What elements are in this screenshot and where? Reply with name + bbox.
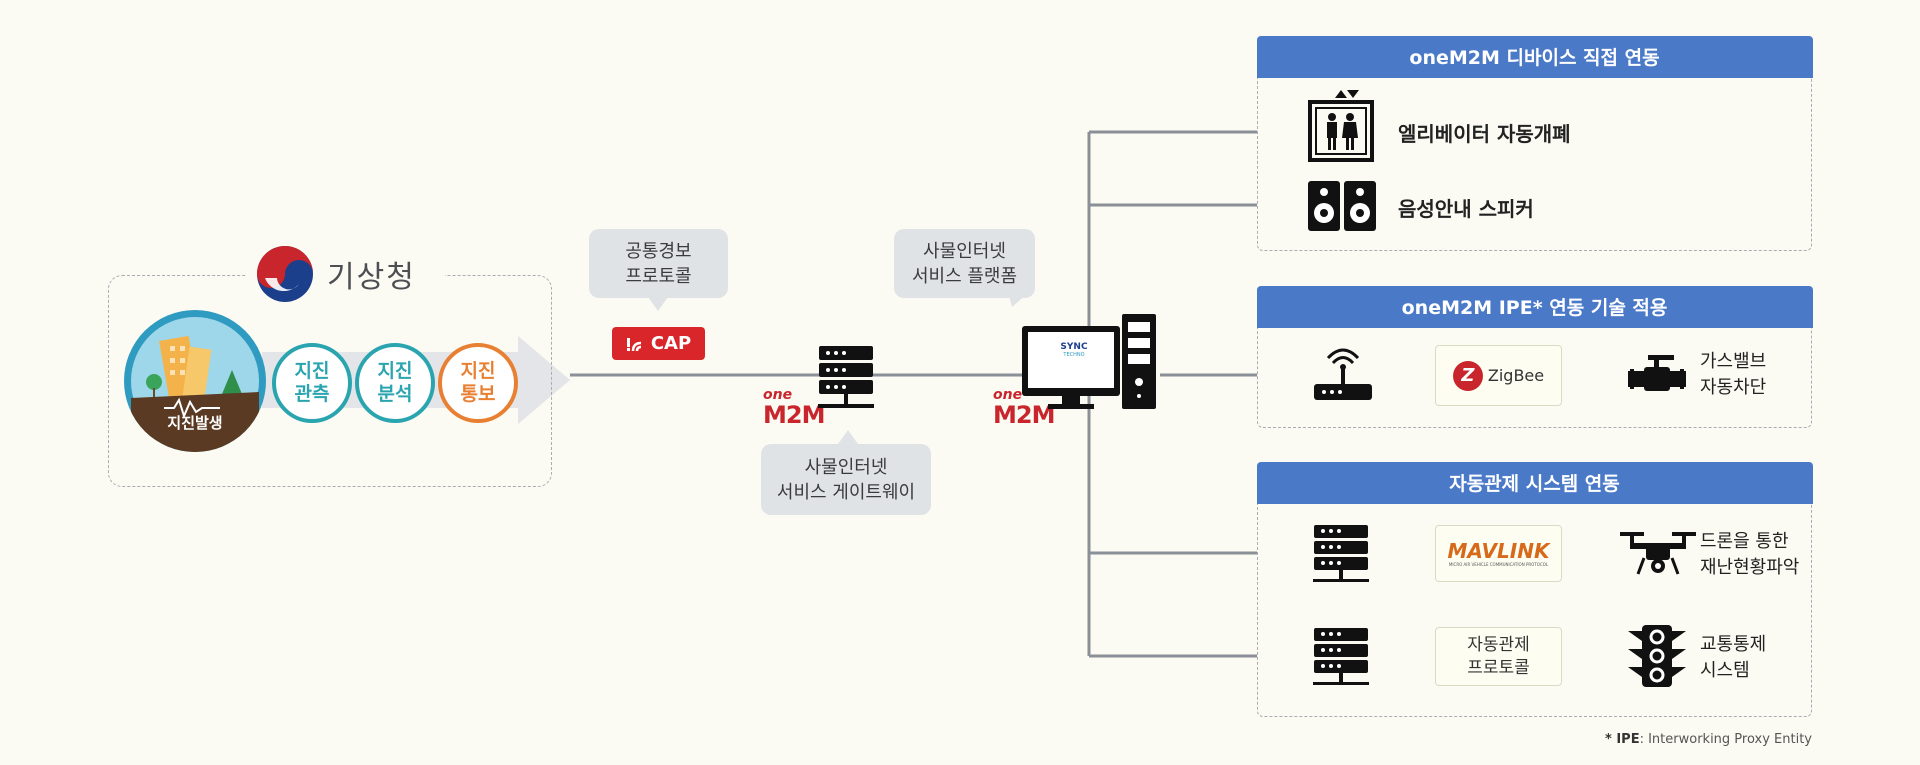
zigbee-label: ZigBee — [1487, 366, 1545, 385]
drone-label-line: 재난현황파악 — [1700, 557, 1800, 578]
drone-label: 드론을 통한 재난현황파악 — [1700, 529, 1799, 581]
agency-name: 기상청 — [327, 260, 416, 295]
zigbee-protocol-box: Z ZigBee — [1435, 345, 1562, 406]
gateway-bubble: 사물인터넷 서비스 게이트웨이 — [761, 444, 931, 515]
drone-label-line: 드론을 통한 — [1700, 531, 1789, 552]
earthquake-event-illustration — [124, 310, 266, 452]
earthquake-event-label: 지진발생 — [167, 414, 223, 432]
onem2m-logo-gateway: one M2M — [763, 387, 825, 432]
footnote-key: * IPE — [1605, 732, 1640, 747]
platform-bubble-tail — [1006, 285, 1028, 307]
platform-bubble-line: 사물인터넷 — [923, 240, 1006, 262]
router-icon — [1314, 348, 1372, 400]
mavlink-protocol-box: MAVLINK MICRO AIR VEHICLE COMMUNICATION … — [1435, 525, 1562, 582]
footnote: * IPE: Interworking Proxy Entity — [1605, 732, 1812, 747]
stage-analyze: 지진 분석 — [355, 343, 435, 423]
sync-logo-subtext: TECHNO — [1063, 352, 1085, 358]
cap-bubble-tail — [648, 297, 668, 311]
platform-bubble-line: 서비스 플랫폼 — [911, 265, 1018, 287]
gateway-server-icon — [818, 346, 874, 408]
drone-icon — [1620, 532, 1696, 575]
gas-valve-label-line: 가스밸브 — [1700, 351, 1767, 372]
panel-control-systems: 자동관제 시스템 연동 — [1256, 461, 1813, 717]
stage-observe: 지진 관측 — [272, 343, 352, 423]
traffic-server-icon — [1313, 628, 1369, 685]
gateway-bubble-tail — [838, 430, 858, 444]
alert-signal-icon — [626, 337, 641, 351]
elevator-label: 엘리베이터 자동개폐 — [1398, 122, 1571, 146]
gas-valve-label-line: 자동차단 — [1700, 377, 1767, 398]
panel-ipe-title: oneM2M IPE* 연동 기술 적용 — [1256, 285, 1813, 328]
traffic-light-icon — [1628, 625, 1686, 687]
gas-valve-icon — [1628, 355, 1686, 391]
sync-logo-text: SYNC — [1060, 342, 1088, 352]
onem2m-logo-m2m: M2M — [763, 401, 825, 429]
cap-badge: CAP — [612, 327, 705, 360]
auto-control-protocol-line: 자동관제 — [1467, 634, 1530, 655]
traffic-label: 교통통제 시스템 — [1700, 632, 1766, 684]
earthquake-icon — [131, 317, 259, 452]
onem2m-logo-one: one — [993, 387, 1023, 403]
cap-bubble-line: 프로토콜 — [625, 265, 692, 287]
cap-bubble-line: 공통경보 — [625, 240, 692, 262]
gateway-bubble-line: 서비스 게이트웨이 — [776, 481, 916, 503]
platform-computer-icon — [1022, 314, 1156, 409]
agency-header: 기상청 — [245, 240, 445, 308]
footnote-text: : Interworking Proxy Entity — [1639, 732, 1812, 747]
cap-badge-label: CAP — [650, 333, 692, 354]
mavlink-label: MAVLINK — [1447, 539, 1550, 563]
elevator-icon — [1308, 90, 1374, 162]
gateway-bubble-line: 사물인터넷 — [804, 456, 888, 478]
gas-valve-label: 가스밸브 자동차단 — [1700, 349, 1766, 401]
cap-bubble: 공통경보 프로토콜 — [589, 229, 728, 298]
auto-control-protocol-line: 프로토콜 — [1467, 657, 1530, 678]
kma-logo-icon — [257, 246, 313, 302]
speaker-label: 음성안내 스피커 — [1398, 197, 1534, 221]
auto-control-protocol-box: 자동관제 프로토콜 — [1435, 627, 1562, 686]
panel-direct-title: oneM2M 디바이스 직접 연동 — [1256, 35, 1813, 78]
onem2m-logo-one: one — [763, 387, 793, 403]
speaker-icon — [1308, 181, 1376, 231]
mavlink-sublabel: MICRO AIR VEHICLE COMMUNICATION PROTOCOL — [1448, 562, 1549, 567]
onem2m-logo-platform: one M2M — [993, 387, 1055, 432]
onem2m-logo-m2m: M2M — [993, 401, 1055, 429]
control-server-icon — [1313, 525, 1369, 582]
panel-control-title: 자동관제 시스템 연동 — [1256, 461, 1813, 504]
traffic-label-line: 시스템 — [1700, 660, 1750, 681]
sync-techno-logo: SYNC TECHNO — [1048, 342, 1100, 358]
stage-notify: 지진 통보 — [438, 343, 518, 423]
zigbee-logo-mark: Z — [1452, 360, 1483, 391]
platform-bubble: 사물인터넷 서비스 플랫폼 — [894, 229, 1035, 298]
traffic-label-line: 교통통제 — [1700, 634, 1767, 655]
